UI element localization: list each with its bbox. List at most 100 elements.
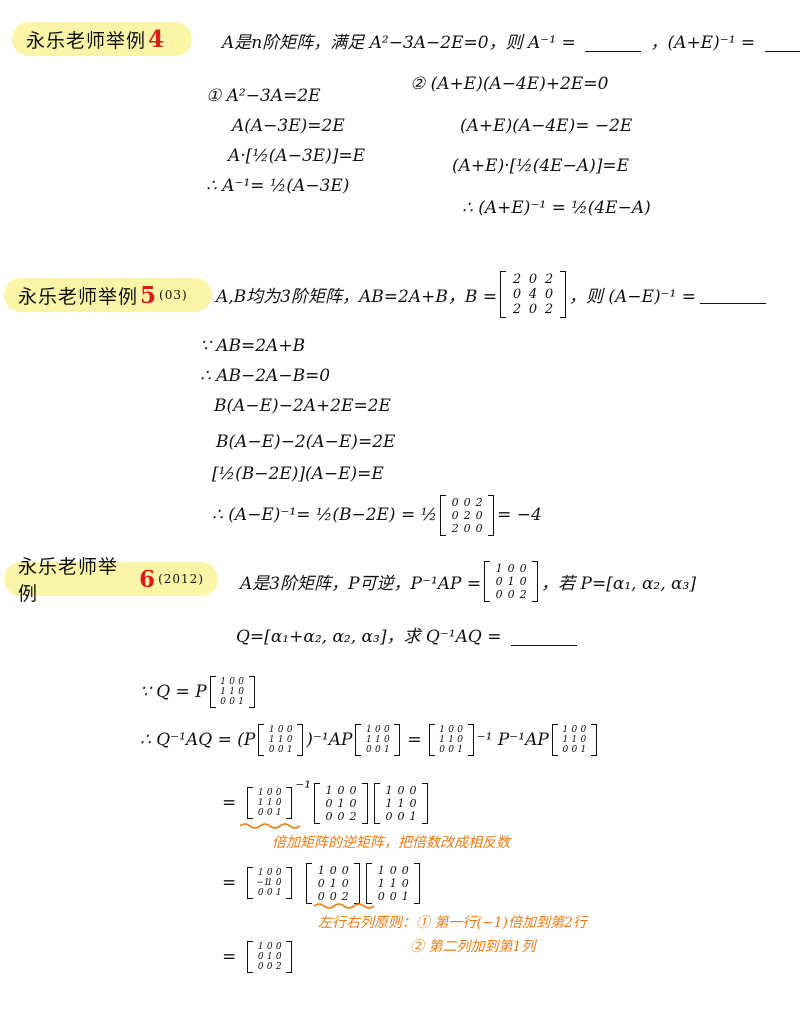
matrix-cell: 1 — [580, 745, 587, 755]
problem-text-b: ，则 (A−E)⁻¹ = — [568, 286, 697, 307]
matrix-cell: 2 — [544, 301, 554, 317]
matrix-cell: 0 — [275, 952, 282, 962]
matrix-cell: 1 — [562, 735, 569, 745]
matrix-cell: 0 — [571, 725, 578, 735]
matrix-cell: 0 — [507, 587, 515, 601]
matrix-cell: 1 — [257, 868, 264, 878]
matrix-cell: 1 — [325, 783, 333, 797]
matrix-cell: 1 — [266, 798, 273, 808]
ex5-line6-result: = −4 — [497, 505, 542, 525]
matrix-cell: 0 — [495, 574, 503, 588]
ex4-step2-line4: ∴ (A+E)⁻¹ = ½(4E−A) — [462, 198, 651, 218]
matrix-cell: 0 — [366, 745, 372, 755]
matrix-cell: 1 — [377, 863, 385, 877]
matrix-cell: 1 — [257, 942, 264, 952]
matrix-cell: 0 — [325, 809, 333, 823]
matrix-cell: 2 — [519, 587, 527, 601]
matrix-cell: 0 — [275, 868, 282, 878]
matrix-cell: 2 — [349, 809, 357, 823]
ex4-step2-line2: (A+E)(A−4E)= −2E — [460, 116, 633, 136]
tag-label: 永乐老师举例 — [18, 556, 119, 605]
matrix-cell: 1 — [401, 889, 409, 903]
matrix-cell: 0 — [229, 677, 236, 687]
matrix-cell: 0 — [375, 725, 381, 735]
matrix-cell: 1 — [375, 735, 381, 745]
matrix-cell: 1 — [257, 788, 264, 798]
ex4-step1-line2: A(A−3E)=2E — [232, 116, 345, 136]
matrix-cell: 1 — [385, 783, 393, 797]
matrix-cell: 0 — [257, 888, 264, 898]
matrix-cell: 0 — [341, 876, 349, 890]
example-4-problem: A是n阶矩阵，满足 A²−3A−2E=0，则 A⁻¹ = ，(A+E)⁻¹ = — [222, 28, 800, 53]
matrix-cell: 1 — [562, 725, 569, 735]
matrix-cell: −1 — [256, 878, 270, 888]
example-6-tag: 永乐老师举例 6 (2012) — [4, 556, 218, 605]
matrix-cell: 2 — [463, 508, 471, 522]
ex5-line5: [½(B−2E)](A−E)=E — [212, 464, 384, 484]
ex4-step2-line3: (A+E)·[½(4E−A)]=E — [452, 156, 630, 176]
ex5-line6-text: ∴ (A−E)⁻¹= ½(B−2E) = ½ — [212, 505, 438, 525]
example-5-tag: 永乐老师举例 5 (03) — [4, 278, 212, 312]
matrix-cell: 1 — [384, 745, 390, 755]
matrix-cell: 0 — [329, 863, 337, 877]
matrix-cell: 0 — [389, 863, 397, 877]
matrix-cell: 0 — [389, 889, 397, 903]
matrix-cell: 0 — [519, 561, 527, 575]
matrix-cell: 0 — [448, 725, 455, 735]
matrix-cell: 1 — [457, 745, 464, 755]
matrix-cell: 1 — [286, 745, 293, 755]
ex5-line4: B(A−E)−2(A−E)=2E — [216, 432, 396, 452]
note-inverse-rule: 倍加矩阵的逆矩阵，把倍数改成相反数 — [272, 835, 510, 851]
matrix-cell: 0 — [463, 521, 471, 535]
answer-blank-1 — [585, 33, 642, 52]
wavy-underline-2 — [314, 903, 374, 909]
matrix-cell: 1 — [266, 952, 273, 962]
problem-text-b: ，若 P=[α₁, α₂, α₃] — [541, 573, 696, 594]
matrix-cell: 1 — [275, 888, 282, 898]
matrix-cell: 0 — [277, 725, 284, 735]
note-column-operation: ② 第二列加到第1列 — [410, 939, 536, 955]
matrix-cell: 0 — [451, 508, 459, 522]
matrix-cell: 0 — [257, 952, 264, 962]
matrix-cell: 0 — [266, 868, 273, 878]
matrix-cell: 1 — [337, 796, 345, 810]
matrix-cell: 0 — [266, 942, 273, 952]
matrix-cell: 0 — [317, 889, 325, 903]
matrix-cell: 0 — [397, 783, 405, 797]
matrix-cell: 0 — [475, 508, 483, 522]
answer-blank — [510, 627, 577, 646]
row1-text-a: ∴ Q⁻¹AQ = (P — [140, 730, 256, 750]
matrix-cell: 1 — [448, 735, 455, 745]
tag-label: 永乐老师举例 — [18, 285, 139, 308]
